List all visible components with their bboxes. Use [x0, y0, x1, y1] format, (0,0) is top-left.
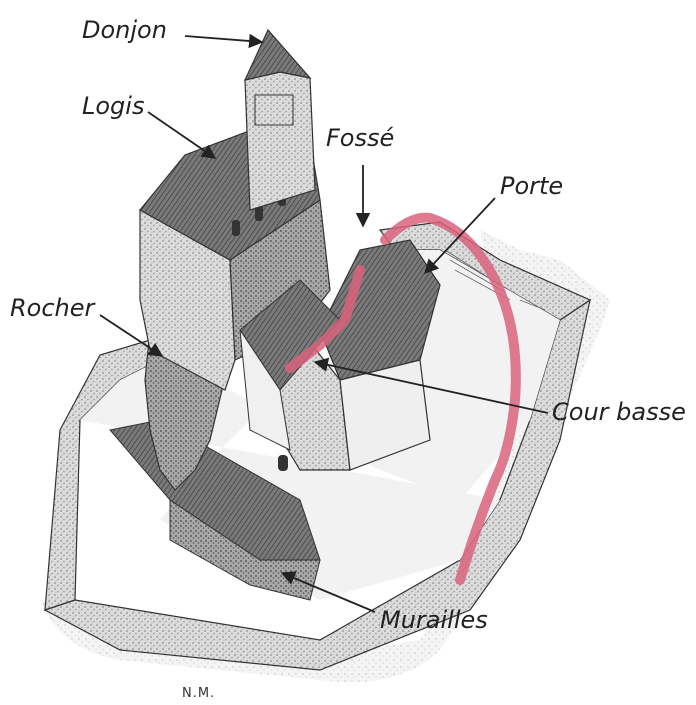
donjon-arrow [185, 36, 262, 42]
donjon-tower-roof [245, 30, 310, 80]
label-porte: Porte [500, 174, 563, 198]
donjon-tower-body [245, 72, 315, 210]
label-murailles: Murailles [380, 608, 488, 632]
label-fosse: Fossé [326, 126, 394, 150]
label-logis: Logis [82, 94, 144, 118]
door [278, 455, 288, 471]
logis-arrow [148, 112, 215, 158]
logis-window [232, 220, 240, 236]
artist-signature: N.M. [182, 686, 215, 701]
label-rocher: Rocher [10, 296, 94, 320]
label-cour-basse: Cour basse [552, 400, 686, 424]
label-donjon: Donjon [82, 18, 167, 42]
